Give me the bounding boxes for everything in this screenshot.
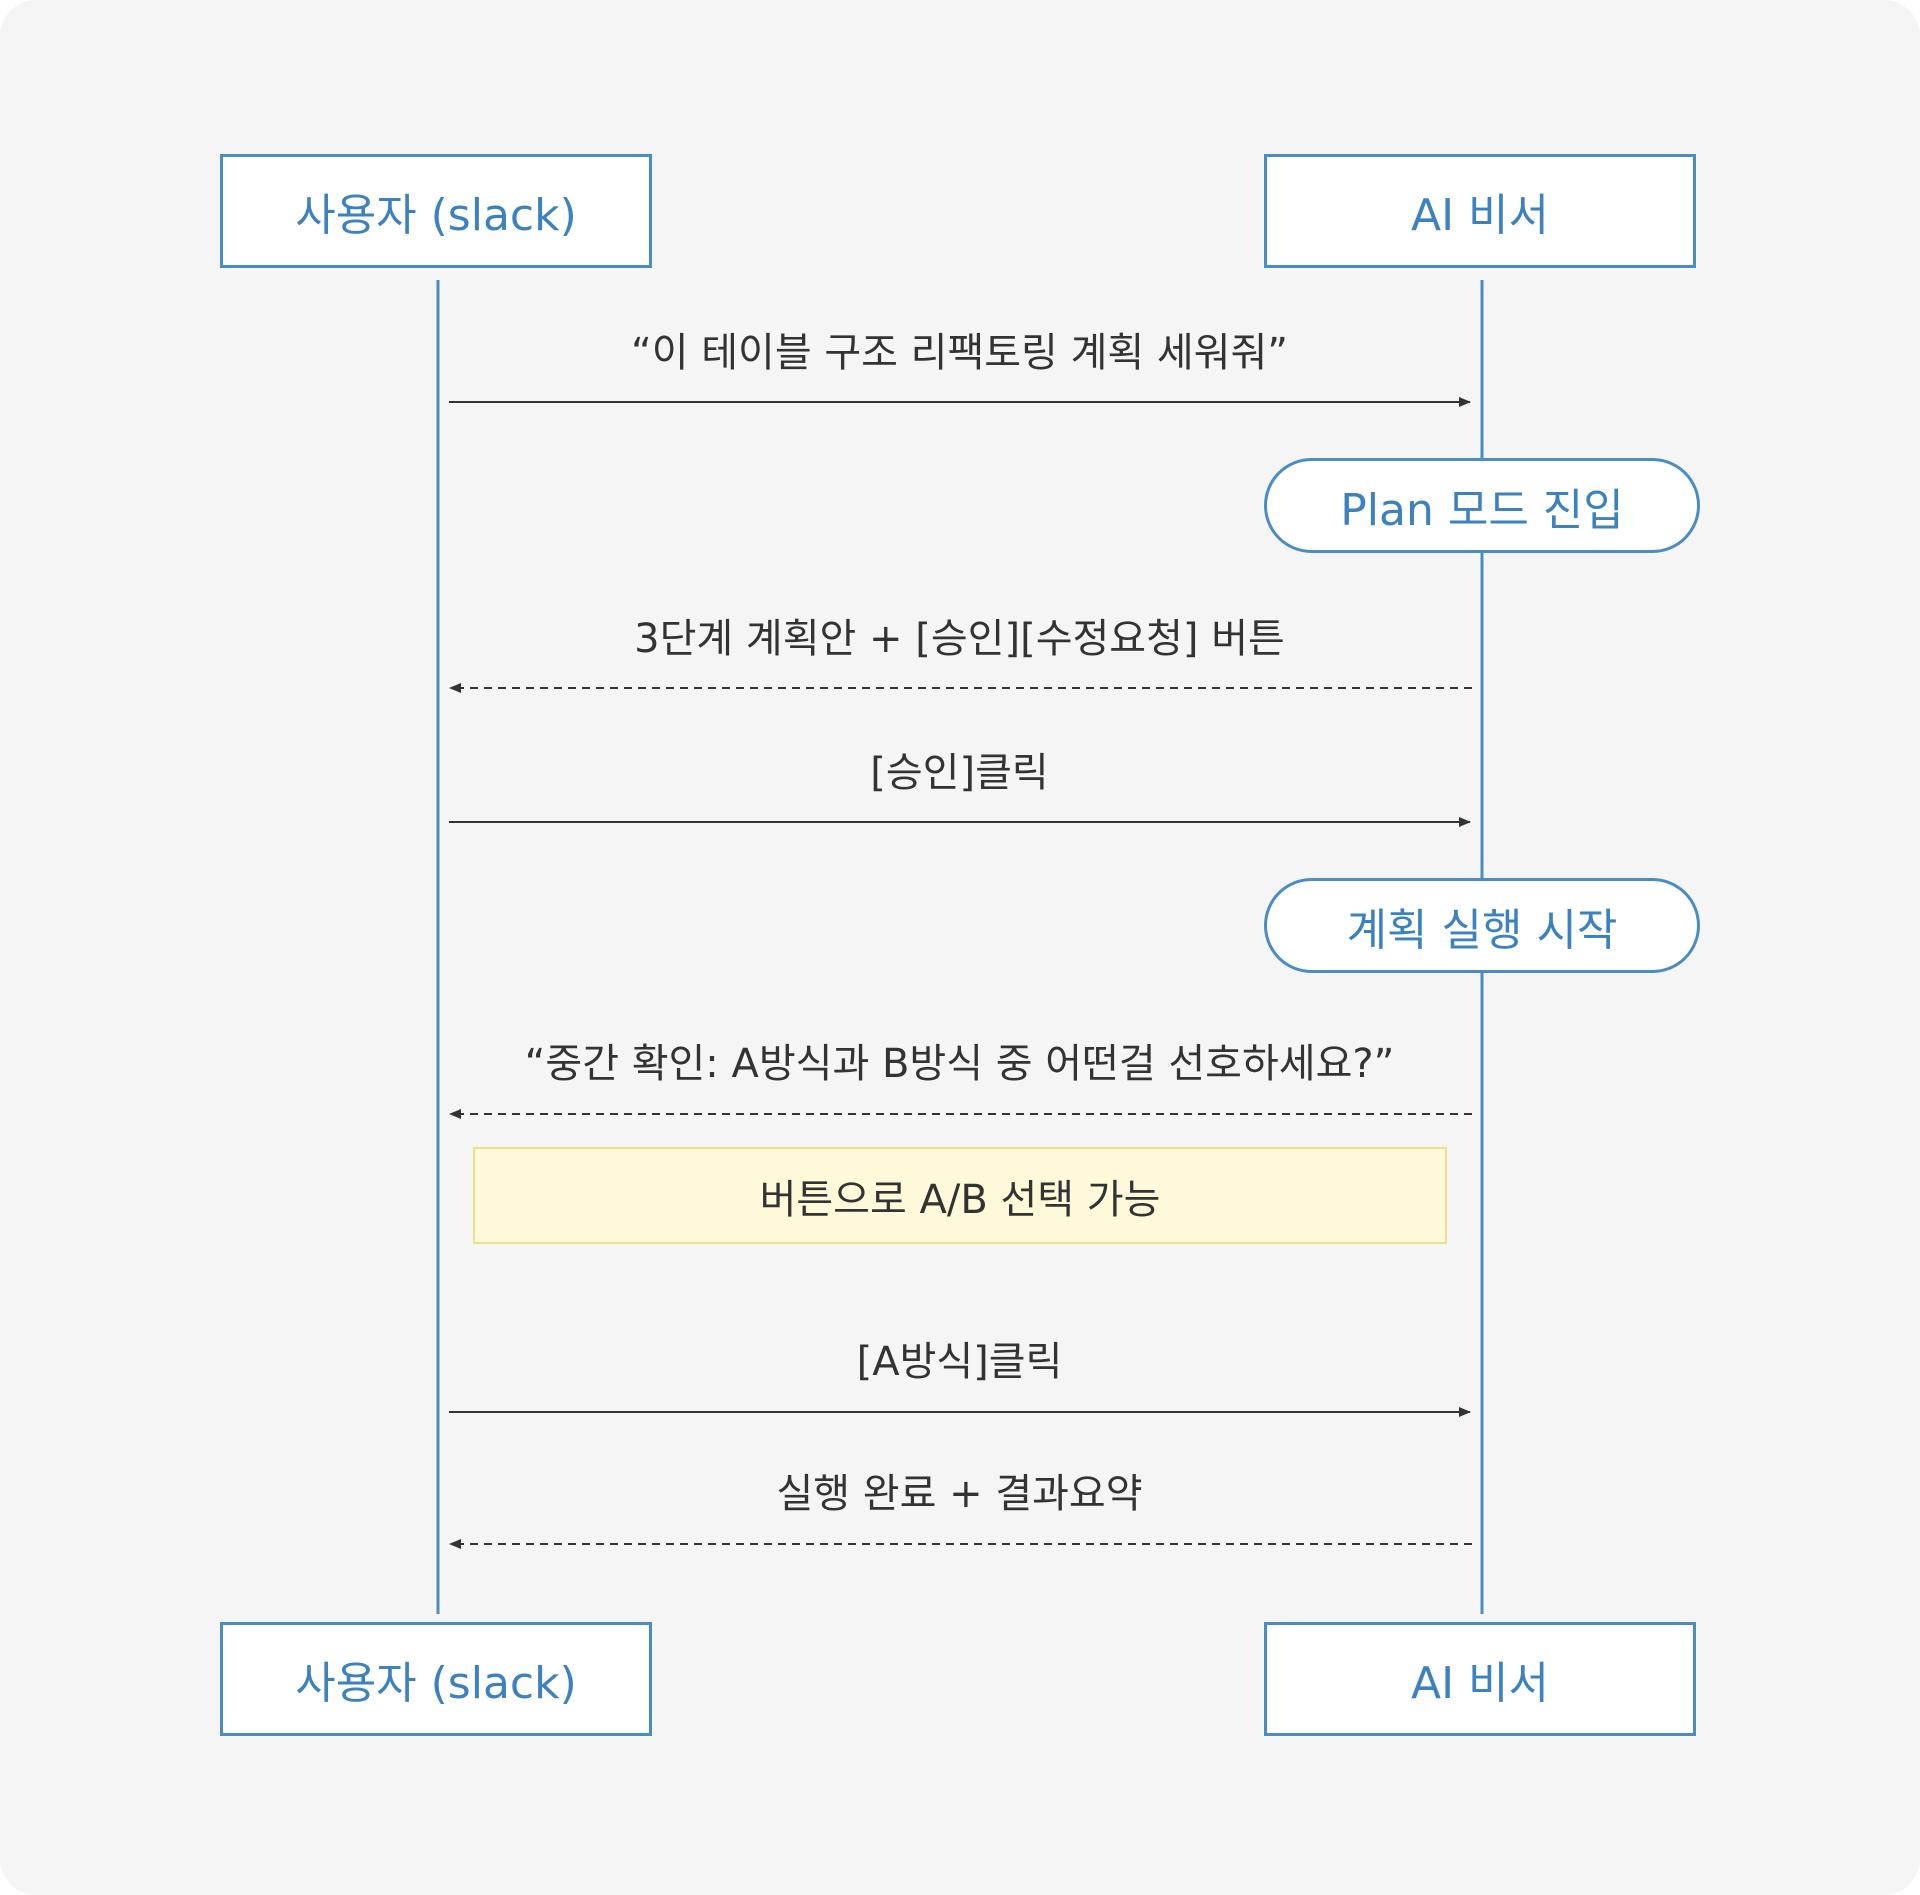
participant-label: AI 비서 [1410, 190, 1550, 241]
message-label: “이 테이블 구조 리팩토링 계획 세워줘” [630, 330, 1289, 376]
state-label: Plan 모드 진입 [1340, 484, 1624, 536]
state-plan-mode: Plan 모드 진입 [1264, 458, 1700, 553]
participant-label: 사용자 (slack) [295, 1658, 577, 1709]
message-label: 실행 완료 + 결과요약 [776, 1471, 1143, 1517]
participant-label: AI 비서 [1410, 1658, 1550, 1709]
message-label: [승인]클릭 [870, 750, 1049, 796]
message-label: “중간 확인: A방식과 B방식 중 어떤걸 선호하세요?” [524, 1041, 1395, 1087]
participant-assistant-top: AI 비서 [1264, 154, 1696, 268]
participant-user-top: 사용자 (slack) [220, 154, 652, 268]
state-execution-start: 계획 실행 시작 [1264, 878, 1700, 973]
message-label: 3단계 계획안 + [승인][수정요청] 버튼 [634, 616, 1285, 662]
participant-assistant-bottom: AI 비서 [1264, 1622, 1696, 1736]
state-label: 계획 실행 시작 [1346, 904, 1618, 956]
participant-label: 사용자 (slack) [295, 190, 577, 241]
participant-user-bottom: 사용자 (slack) [220, 1622, 652, 1736]
note-box: 버튼으로 A/B 선택 가능 [473, 1147, 1447, 1244]
message-label: [A방식]클릭 [856, 1339, 1063, 1385]
note-text: 버튼으로 A/B 선택 가능 [759, 1176, 1161, 1223]
